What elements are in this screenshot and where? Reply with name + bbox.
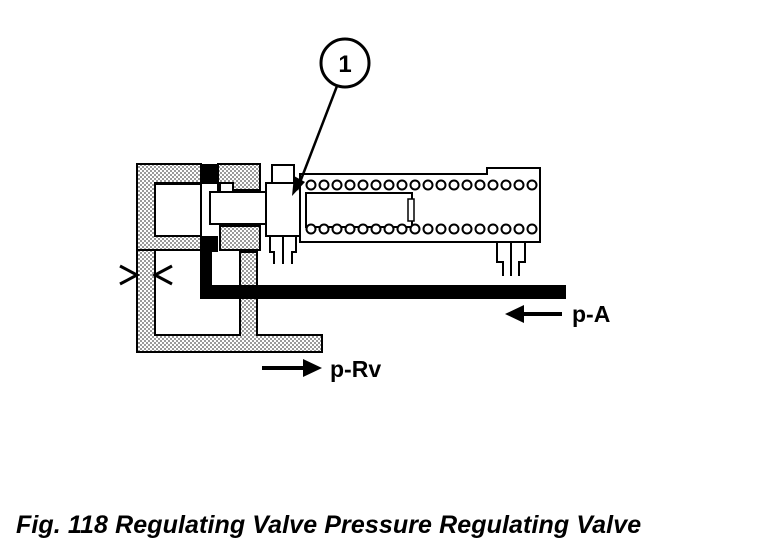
housing-port-stubs <box>496 242 526 276</box>
figure-caption: Fig. 118 Regulating Valve Pressure Regul… <box>16 511 642 539</box>
spring-coil-top <box>409 179 421 191</box>
piston <box>154 183 202 237</box>
spring-coil-top <box>526 179 538 191</box>
spring-coil-bottom <box>461 223 473 235</box>
spring-coil-top <box>448 179 460 191</box>
spring-coil-bottom <box>513 223 525 235</box>
pa-label: p-A <box>572 301 610 327</box>
spring-coil-bottom <box>526 223 538 235</box>
pa-flow-arrow <box>505 305 562 323</box>
valve-housing-lower <box>219 225 261 251</box>
return-line-prv <box>136 249 323 353</box>
callout-arrowhead <box>292 176 305 196</box>
spring-coil-top <box>305 179 317 191</box>
spring-coil-bottom <box>474 223 486 235</box>
spring-coil-bottom <box>383 223 395 235</box>
spring-coil-bottom <box>331 223 343 235</box>
spring-coils <box>305 179 538 235</box>
spring-coil-top <box>344 179 356 191</box>
orifice-mark-right <box>151 264 173 286</box>
spring-guide <box>305 192 413 228</box>
supply-line-pa <box>200 250 566 299</box>
spring-coil-top <box>461 179 473 191</box>
spring-coil-bottom <box>435 223 447 235</box>
spring-coil-bottom <box>487 223 499 235</box>
spring-coil-bottom <box>396 223 408 235</box>
spool-port-stubs <box>269 236 297 264</box>
spring-coil-top <box>318 179 330 191</box>
spring-coil-top <box>487 179 499 191</box>
prv-flow-arrow <box>262 359 322 377</box>
valve-housing-middle <box>217 163 261 191</box>
callout-leader <box>295 85 339 191</box>
spring-coil-bottom <box>370 223 382 235</box>
spring-coil-top <box>396 179 408 191</box>
spring-coil-bottom <box>305 223 317 235</box>
black-land-lower <box>200 236 218 252</box>
spring-coil-top <box>474 179 486 191</box>
callout-circle <box>319 37 371 89</box>
prv-label: p-Rv <box>330 356 381 382</box>
spring-coil-bottom <box>422 223 434 235</box>
spring-coil-top <box>422 179 434 191</box>
spring-coil-bottom <box>409 223 421 235</box>
spring-coil-top <box>513 179 525 191</box>
spring-coil-bottom <box>357 223 369 235</box>
spring-coil-top <box>435 179 447 191</box>
spring-coil-bottom <box>448 223 460 235</box>
spring-coil-bottom <box>500 223 512 235</box>
valve-stem <box>209 191 273 225</box>
spring-coil-top <box>383 179 395 191</box>
spring-guide-end <box>407 198 415 222</box>
spring-coil-bottom <box>344 223 356 235</box>
spring-coil-top <box>500 179 512 191</box>
spring-coil-top <box>370 179 382 191</box>
spool-top-cap <box>271 164 295 184</box>
spring-coil-bottom <box>318 223 330 235</box>
spring-coil-top <box>357 179 369 191</box>
black-land-upper <box>200 164 218 184</box>
spring-coil-top <box>331 179 343 191</box>
callout-number: 1 <box>338 51 351 78</box>
orifice-mark-left <box>119 264 141 286</box>
